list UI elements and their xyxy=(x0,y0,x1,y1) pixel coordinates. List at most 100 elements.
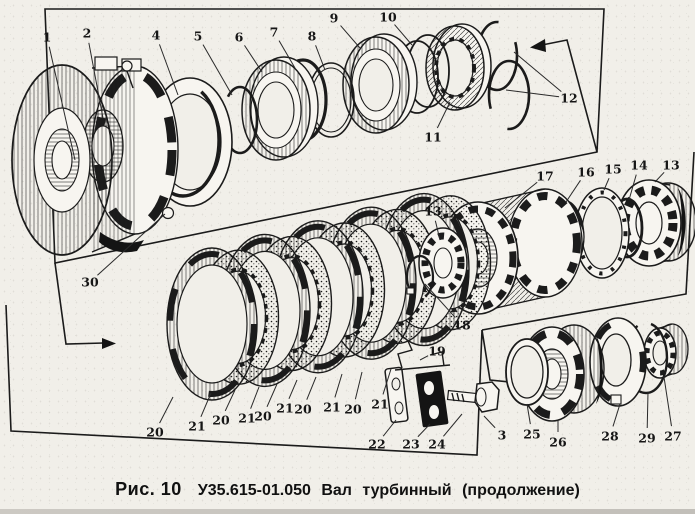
leader-line xyxy=(159,396,174,424)
callout-6: 6 xyxy=(235,30,244,45)
leader-line xyxy=(334,373,343,398)
scan-edge-strip xyxy=(0,509,695,514)
leader-line xyxy=(565,180,581,203)
part-28-lock-washer xyxy=(589,317,647,407)
leader-line xyxy=(483,415,496,429)
part-27-slotted-nut xyxy=(643,323,689,379)
callout-13: 13 xyxy=(662,158,679,173)
leader-line xyxy=(394,24,413,46)
leader-line xyxy=(628,174,637,201)
callout-9: 9 xyxy=(330,11,339,26)
leader-line xyxy=(382,419,397,437)
leader-line xyxy=(97,213,166,276)
callout-17: 17 xyxy=(536,169,553,184)
part-14-snap-ring xyxy=(610,197,644,259)
callout-19: 19 xyxy=(428,344,445,359)
figure-number: Рис. 10 xyxy=(115,479,182,499)
callout-14: 14 xyxy=(630,158,648,173)
callout-26: 26 xyxy=(549,435,567,450)
callout-3: 3 xyxy=(498,428,507,443)
part-18-ring xyxy=(405,254,435,300)
part-1-clutch-drum xyxy=(11,56,179,256)
steel-disc xyxy=(166,247,258,401)
callout-21: 21 xyxy=(323,400,340,415)
leader-line xyxy=(88,42,104,119)
part-9-pressure-disc xyxy=(342,33,418,134)
leader-line xyxy=(419,355,429,361)
leader-line xyxy=(443,413,463,437)
callout-5: 5 xyxy=(194,29,203,44)
leader-line xyxy=(434,220,441,241)
leader-line xyxy=(646,391,649,429)
callout-10: 10 xyxy=(379,10,397,25)
leader-line xyxy=(306,376,317,400)
callout-8: 8 xyxy=(308,29,317,44)
leader-line xyxy=(244,45,263,73)
callout-20: 20 xyxy=(344,402,362,417)
leader-line xyxy=(526,403,531,425)
leader-line xyxy=(654,171,665,183)
leader-line xyxy=(603,177,610,191)
callout-20: 20 xyxy=(294,402,312,417)
leader-line xyxy=(382,368,392,395)
callout-2: 2 xyxy=(83,26,92,41)
leader-line xyxy=(612,403,621,427)
check-ball xyxy=(161,206,175,220)
callout-27: 27 xyxy=(664,429,681,444)
leader-line xyxy=(505,89,560,98)
callout-13: 13 xyxy=(424,204,441,219)
check-ball xyxy=(121,60,133,72)
leader-line xyxy=(266,383,278,408)
leader-line xyxy=(424,283,456,318)
callout-22: 22 xyxy=(368,437,385,452)
callout-16: 16 xyxy=(577,165,595,180)
callout-18: 18 xyxy=(453,318,471,333)
leader-line xyxy=(278,40,296,69)
arrow-right-icon xyxy=(102,338,116,349)
ring-lug xyxy=(406,287,415,295)
leader-line xyxy=(354,371,363,400)
leader-line xyxy=(436,101,451,129)
drum-tab xyxy=(94,56,118,71)
part-22-plate xyxy=(384,366,409,424)
figure-caption: Рис. 10 У35.615-01.050 Вал турбинный (про… xyxy=(0,479,695,500)
callout-7: 7 xyxy=(270,25,279,40)
callout-28: 28 xyxy=(601,429,619,444)
leader-line xyxy=(48,46,76,161)
leader-line xyxy=(288,379,298,400)
callout-25: 25 xyxy=(523,427,540,442)
leader-line xyxy=(513,51,562,92)
callout-20: 20 xyxy=(212,413,230,428)
washer-tab xyxy=(610,394,622,405)
leader-line xyxy=(417,423,431,438)
leader-line xyxy=(250,386,260,409)
callout-4: 4 xyxy=(152,28,161,43)
callout-1: 1 xyxy=(43,30,52,45)
figure-title: У35.615-01.050 Вал турбинный (продолжени… xyxy=(197,482,580,499)
part-19-wire-bracket xyxy=(394,340,451,371)
arrow-left-icon xyxy=(530,39,546,52)
leader-line xyxy=(158,44,179,96)
part-25-ring xyxy=(505,338,549,406)
part-23-plate xyxy=(415,370,449,428)
callout-21: 21 xyxy=(238,411,255,426)
leader-line xyxy=(315,45,326,71)
callout-30: 30 xyxy=(81,275,99,290)
callout-12: 12 xyxy=(560,91,577,106)
callout-21: 21 xyxy=(371,397,388,412)
callout-20: 20 xyxy=(254,409,272,424)
callout-29: 29 xyxy=(638,431,655,446)
part-13-bearing-left xyxy=(418,227,468,299)
leader-line xyxy=(663,376,672,427)
leader-line xyxy=(200,392,212,417)
callout-15: 15 xyxy=(604,162,621,177)
leader-line xyxy=(340,25,361,49)
callout-11: 11 xyxy=(424,130,441,145)
part-6-disc xyxy=(241,56,319,161)
leader-line xyxy=(224,389,236,412)
callout-24: 24 xyxy=(428,437,446,452)
leader-line xyxy=(202,44,233,96)
